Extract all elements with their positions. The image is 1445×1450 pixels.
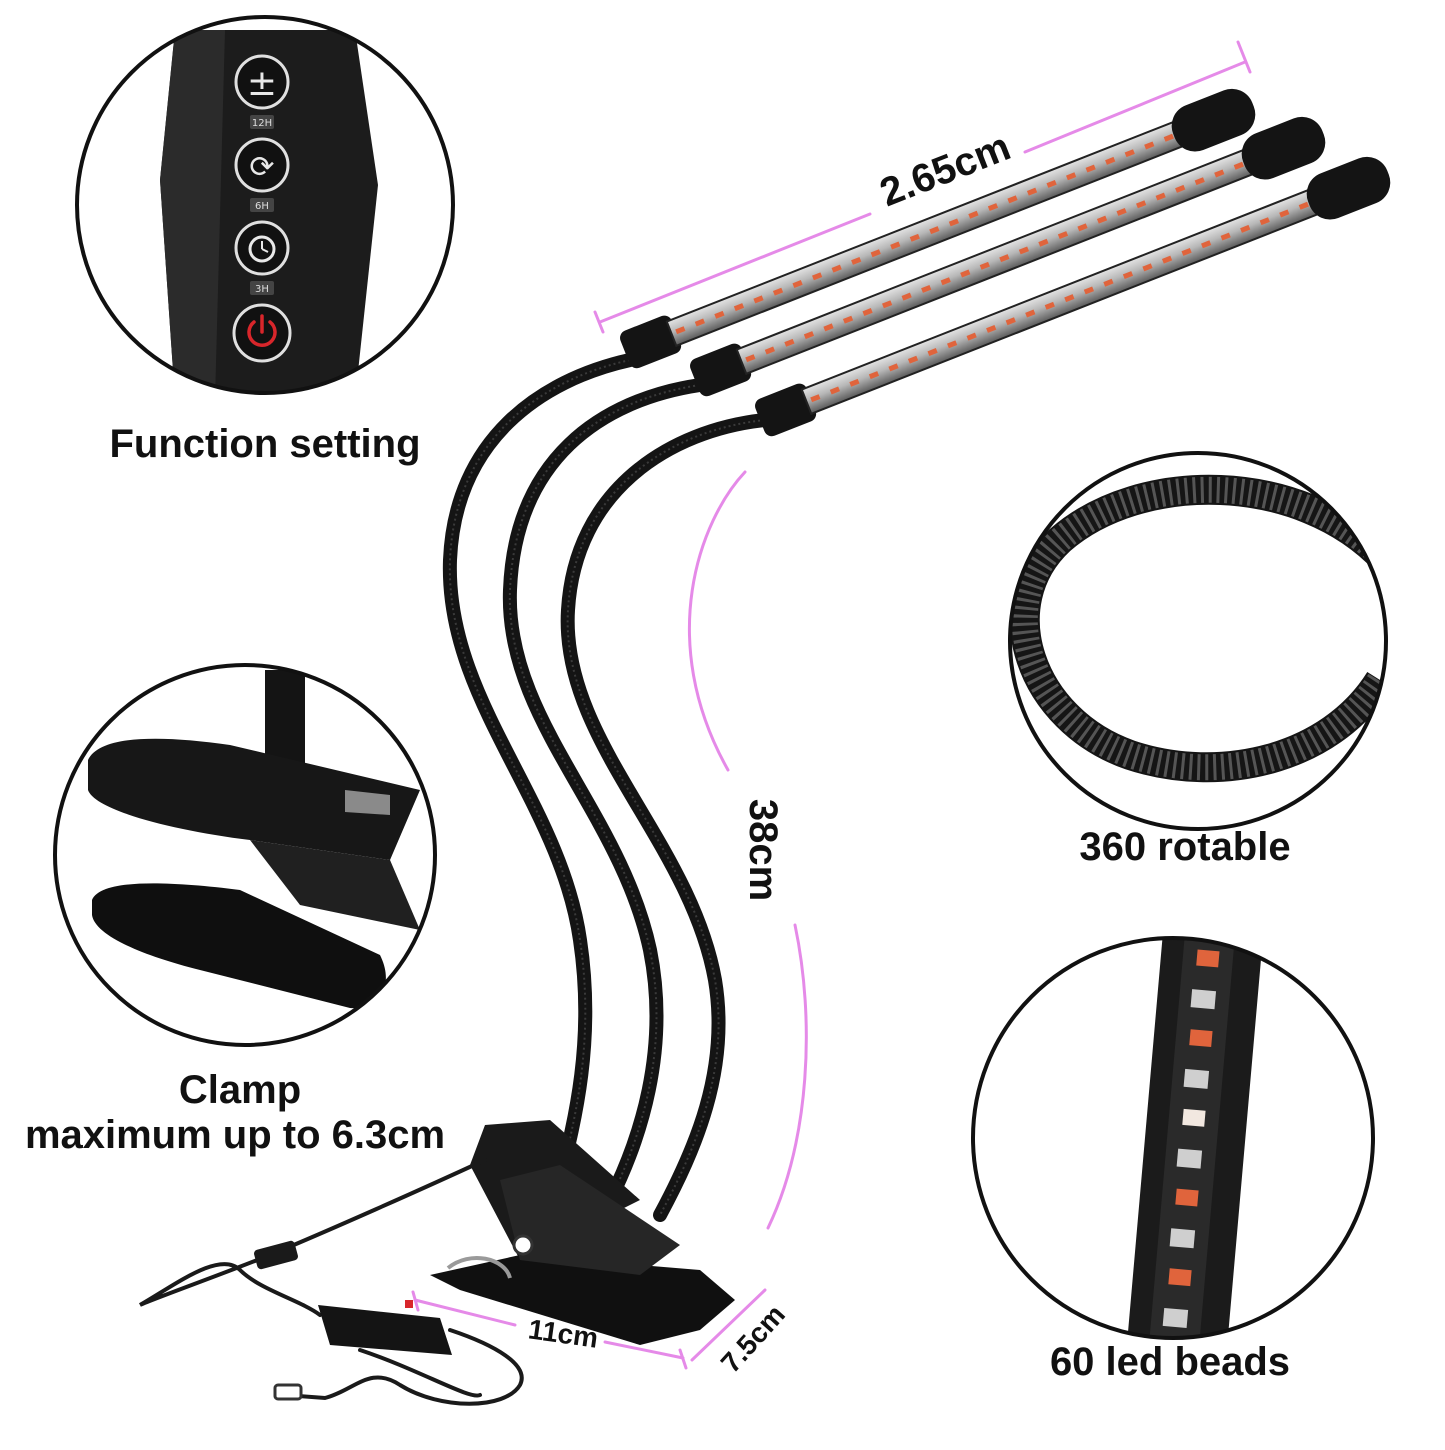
main-clamp [430, 1120, 735, 1345]
clamp-title-label: Clamp [178, 1068, 302, 1112]
dimension-lines [411, 40, 1252, 1370]
timer-12h-label: 12H [252, 118, 272, 129]
alarm-clock-icon [248, 235, 276, 263]
gooseneck-stems [442, 353, 772, 1222]
gooseneck-length-label: 38cm [741, 799, 785, 901]
timer-3h-label: 3H [255, 284, 269, 295]
btn-power [232, 303, 292, 363]
btn-cycle: ⟳ 6H [234, 137, 290, 212]
rotable-label: 360 rotable [1079, 825, 1291, 869]
clamp-callout [53, 663, 437, 1047]
power-icon [247, 320, 277, 347]
clamp-width-label: 7.5cm [715, 1299, 791, 1379]
gooseneck-length-arc-bottom [766, 923, 808, 1230]
clamp-length-line [413, 1298, 517, 1327]
bar-length-line-b [1023, 60, 1247, 154]
cable-connector [254, 1240, 298, 1270]
light-bar-2 [690, 116, 1326, 397]
power-cable [139, 1158, 524, 1406]
gooseneck-texture [448, 359, 766, 1216]
clamp-subtitle-label: maximum up to 6.3cm [24, 1113, 446, 1157]
gooseneck-length-arc-top [687, 470, 747, 772]
btn-alarm: 3H [234, 220, 290, 295]
light-bar-1 [620, 88, 1256, 369]
plus-minus-icon: ± [247, 63, 277, 104]
function-setting-label: Function setting [109, 422, 421, 466]
led-beads-callout [971, 936, 1375, 1340]
led-strip [1162, 949, 1220, 1328]
btn-plus-minus: ± 12H [234, 54, 290, 129]
led-beads-label: 60 led beads [1049, 1340, 1291, 1384]
timer-6h-label: 6H [255, 201, 269, 212]
light-bar-3 [755, 156, 1391, 437]
rotable-callout [1008, 451, 1388, 831]
inline-switch [318, 1300, 452, 1355]
cycle-icon: ⟳ [249, 150, 274, 185]
function-setting-callout: ± 12H ⟳ 6H 3H [75, 15, 455, 395]
clamp-width-line [690, 1288, 767, 1362]
usb-plug [273, 1383, 303, 1401]
bar-length-line-a [598, 212, 872, 324]
